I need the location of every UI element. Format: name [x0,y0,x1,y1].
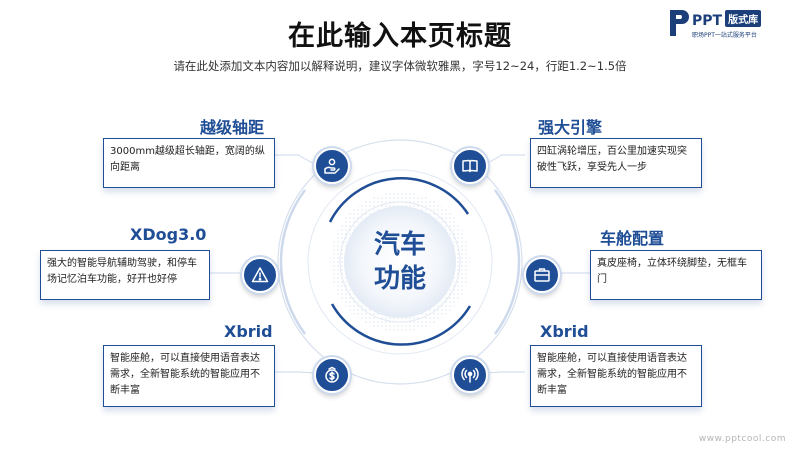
node-engine [452,148,488,184]
feature-title-engine: 强大引擎 [538,118,603,137]
node-wheelbase [314,148,350,184]
feature-title-xdog: XDog3.0 [130,225,207,244]
connector-bottom-left [275,371,317,374]
feature-text-xbrid-right: 智能座舱，可以直接使用语音表达需求，全新智能系统的智能应用不断丰富 [537,353,687,396]
warning-icon [251,267,269,283]
feature-text-wheelbase: 3000mm越级超长轴距，宽阔的纵向距离 [110,146,265,173]
node-cabin [524,257,560,293]
logo-tagline: 职场PPT一站式服务平台 [692,32,757,39]
connector-bottom-right [483,371,525,374]
center-line-2: 功能 [373,264,426,294]
watermark: www.pptcool.com [698,434,786,444]
center-line-1: 汽车 [373,230,426,260]
feature-text-cabin: 真皮座椅，立体环绕脚垫，无框车门 [597,258,747,285]
feature-box-cabin: 真皮座椅，立体环绕脚垫，无框车门 [590,250,762,300]
feature-box-xdog: 强大的智能导航辅助驾驶，和停车场记忆泊车功能，好开也好停 [40,250,210,300]
node-xdog [242,257,278,293]
outer-ring [277,139,523,385]
feature-title-xbrid-right: Xbrid [540,322,589,341]
center-label: 汽车 功能 [354,228,446,296]
feature-box-wheelbase: 3000mm越级超长轴距，宽阔的纵向距离 [103,138,275,188]
blue-arc-top [328,176,470,223]
feature-title-wheelbase: 越级轴距 [200,118,265,137]
feature-box-engine: 四缸涡轮增压，百公里加速实现突破性飞跃，享受先人一步 [530,138,702,188]
outer-arc-left [279,189,307,335]
page-title: 在此输入本页标题 [288,21,512,52]
book-icon [462,159,478,173]
feature-text-engine: 四缸涡轮增压，百公里加速实现突破性飞跃，享受先人一步 [537,146,687,173]
core-glow [344,206,456,318]
feature-title-cabin: 车舱配置 [600,229,665,248]
connector-top-right [483,154,525,166]
ppt-logo-icon [670,10,689,36]
node-xbrid-left [314,357,350,393]
middle-ring [307,169,493,355]
feature-title-xbrid-left: Xbrid [224,322,273,341]
outer-arc-right [493,189,521,335]
core-ring [339,201,461,323]
signal-icon [461,367,479,383]
feature-box-xbrid-left: 智能座舱，可以直接使用语音表达需求，全新智能系统的智能应用不断丰富 [103,345,275,407]
connector-top-left [275,154,317,166]
hand-coin-icon [324,158,340,174]
logo-badge: 版式库 [725,10,762,27]
dollar-icon [325,366,339,383]
briefcase-icon [534,268,550,282]
page-subtitle: 请在此处添加文本内容加以解释说明，建议字体微软雅黑，字号12~24，行距1.2~… [173,59,627,73]
node-xbrid-right [452,357,488,393]
feature-text-xdog: 强大的智能导航辅助驾驶，和停车场记忆泊车功能，好开也好停 [47,258,197,285]
feature-box-xbrid-right: 智能座舱，可以直接使用语音表达需求，全新智能系统的智能应用不断丰富 [530,345,702,407]
blue-arc-bottom [330,303,472,346]
feature-text-xbrid-left: 智能座舱，可以直接使用语音表达需求，全新智能系统的智能应用不断丰富 [110,353,260,396]
